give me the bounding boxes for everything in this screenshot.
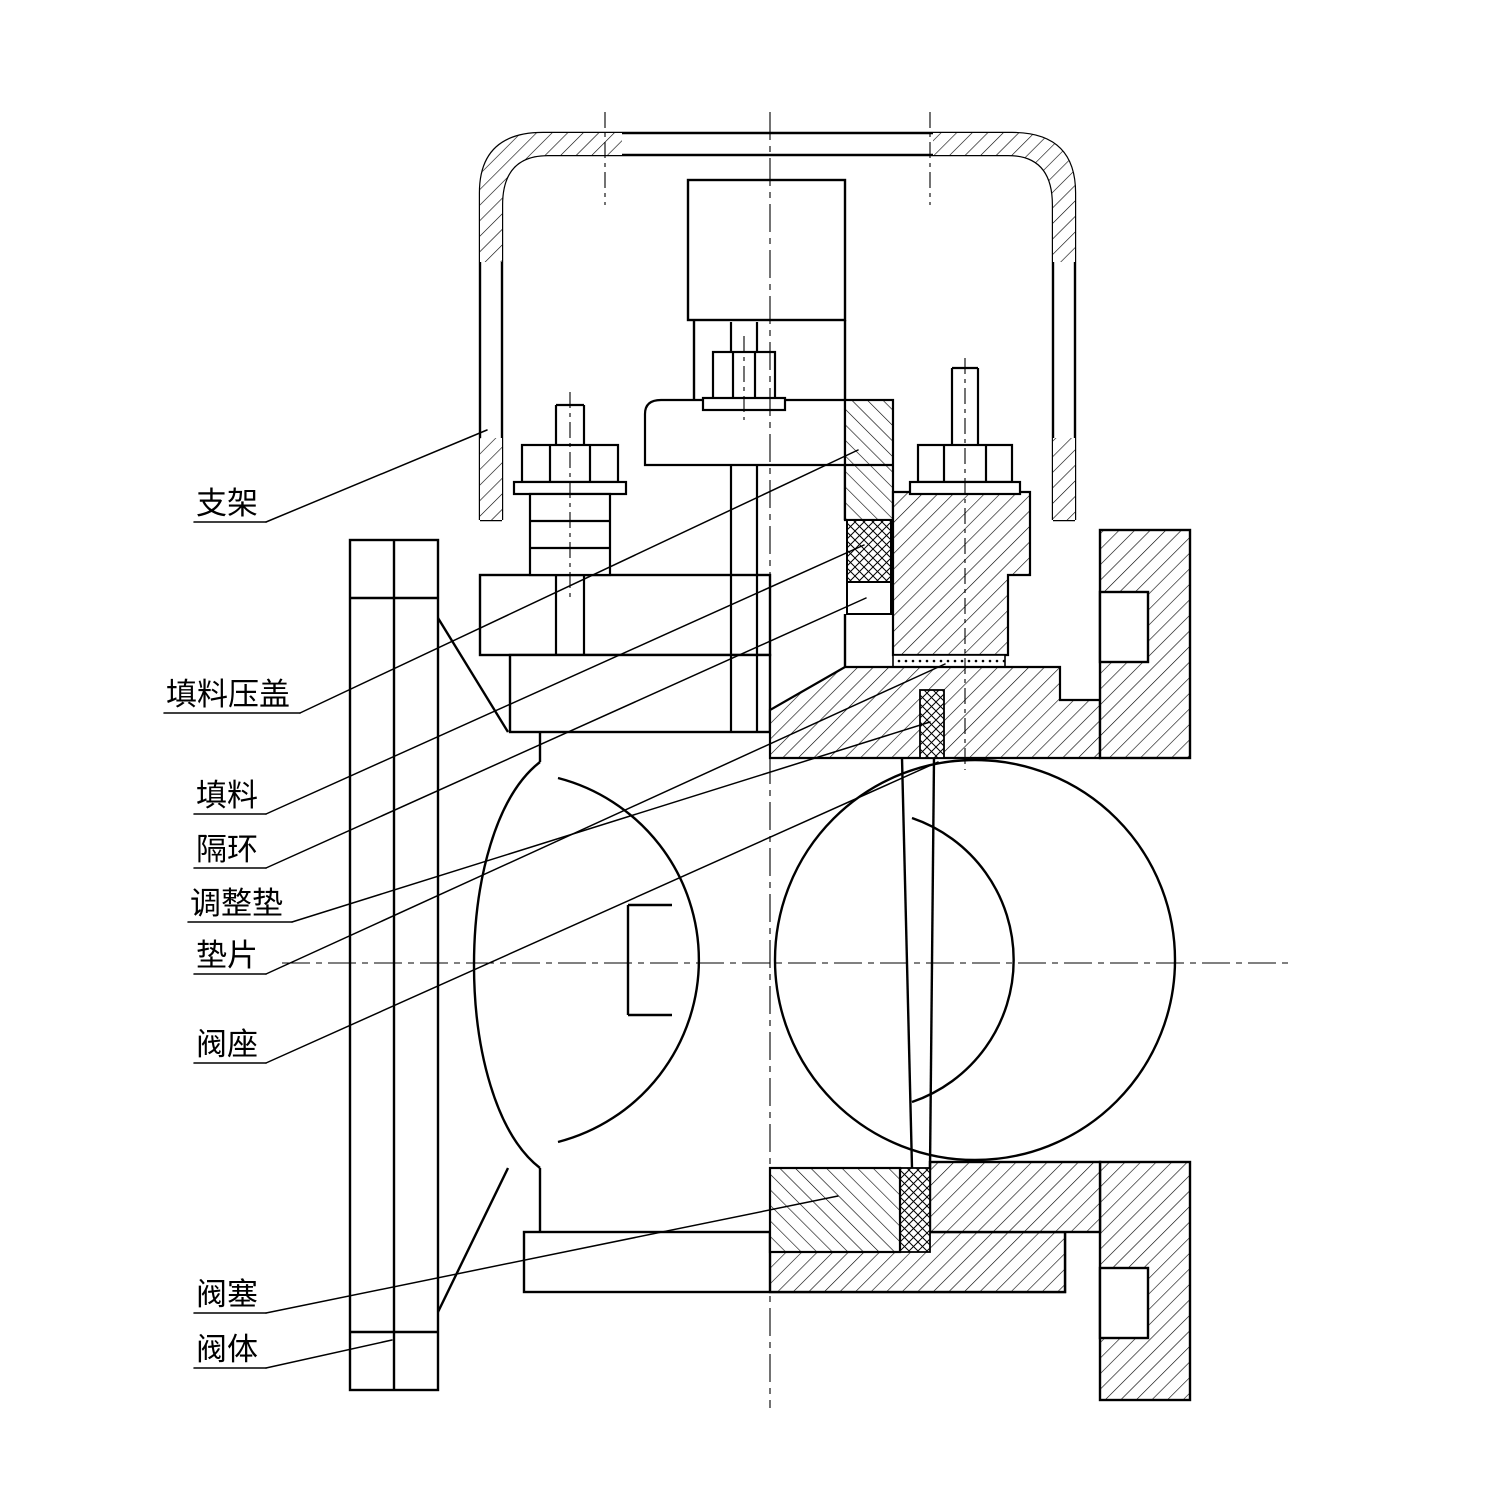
valve-stem — [686, 178, 903, 759]
left-flange — [348, 538, 510, 1392]
label-valve-body: 阀体 — [196, 1332, 258, 1367]
valve-body-view — [472, 732, 701, 1232]
centerlines — [282, 112, 1292, 1408]
label-adjusting-shim: 调整垫 — [190, 886, 283, 921]
callout-bracket: 支架 — [193, 429, 488, 523]
callout-valve-plug: 阀塞 — [193, 1195, 839, 1314]
valve-plug-part — [773, 757, 1177, 1169]
right-flange — [1098, 528, 1192, 1402]
callout-valve-body: 阀体 — [193, 1332, 393, 1369]
packing-seal — [846, 519, 892, 583]
stuffing-box-section — [891, 490, 1032, 657]
callout-spacer-ring: 隔环 — [193, 597, 867, 869]
spacer-ring-part — [846, 581, 892, 615]
label-spacer-ring: 隔环 — [196, 832, 258, 867]
callout-packing-gland: 填料压盖 — [163, 449, 859, 714]
callouts: 支架 填料压盖 填料 隔环 调整垫 垫片 — [163, 429, 946, 1369]
bottom-seat-seal — [899, 1167, 931, 1253]
label-packing: 填料 — [196, 778, 258, 813]
label-packing-gland: 填料压盖 — [166, 677, 290, 712]
packing-flange-plate — [478, 573, 772, 734]
bracket-section-hatch — [480, 133, 1075, 520]
label-valve-plug: 阀塞 — [196, 1277, 258, 1312]
label-bracket: 支架 — [196, 486, 258, 521]
plug-bottom-end — [768, 1166, 902, 1254]
callout-valve-seat: 阀座 — [193, 761, 939, 1064]
callout-packing: 填料 — [193, 544, 865, 815]
label-valve-seat: 阀座 — [196, 1027, 258, 1062]
label-gasket: 垫片 — [196, 938, 258, 973]
callout-adjusting-shim: 调整垫 — [187, 721, 931, 923]
callout-gasket: 垫片 — [193, 663, 946, 975]
